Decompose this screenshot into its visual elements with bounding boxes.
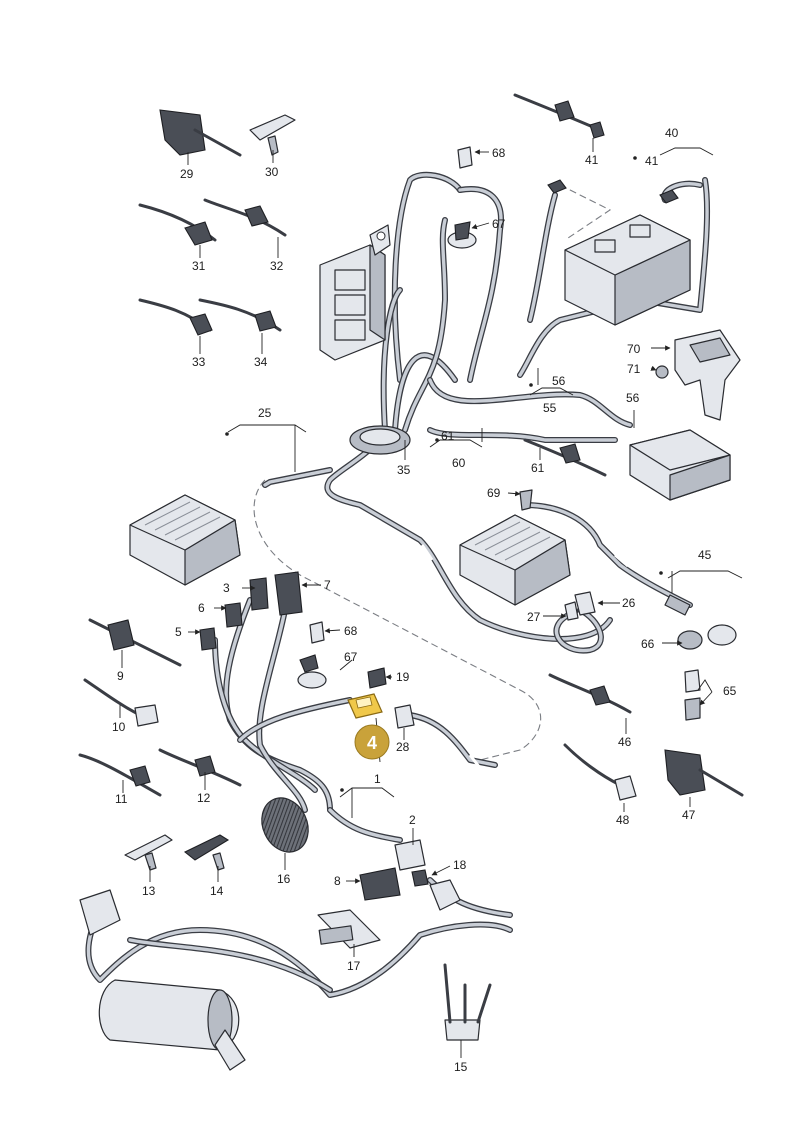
reference-dots <box>225 156 663 792</box>
callout-17: 17 <box>347 959 361 973</box>
callout-13: 13 <box>142 884 156 898</box>
callout-55: 55 <box>543 401 557 415</box>
callout-41-group: 41 <box>645 154 659 168</box>
callout-14: 14 <box>210 884 224 898</box>
callout-9: 9 <box>117 669 124 683</box>
callout-5: 5 <box>175 625 182 639</box>
callout-67-top: 67 <box>492 217 506 231</box>
callout-71: 71 <box>627 362 641 376</box>
callout-28: 28 <box>396 740 410 754</box>
callout-48: 48 <box>616 813 630 827</box>
grommet-35 <box>349 425 411 455</box>
callout-8: 8 <box>334 874 341 888</box>
callout-60: 60 <box>452 456 466 470</box>
callout-27: 27 <box>527 610 541 624</box>
callout-68-top: 68 <box>492 146 506 160</box>
callout-61-group: 61 <box>441 429 455 443</box>
callout-70: 70 <box>627 342 641 356</box>
battery-bracket-dashed <box>559 184 612 241</box>
callout-30: 30 <box>265 165 279 179</box>
callout-35: 35 <box>397 463 411 477</box>
callout-31: 31 <box>192 259 206 273</box>
callout-4: 4 <box>367 733 377 753</box>
control-module-center <box>459 514 571 606</box>
control-module-56 <box>629 429 731 501</box>
cable-break-marks <box>420 544 629 769</box>
callout-6: 6 <box>198 601 205 615</box>
callout-56: 56 <box>626 391 640 405</box>
callout-18: 18 <box>453 858 467 872</box>
callout-69: 69 <box>487 486 501 500</box>
callout-45: 45 <box>698 548 712 562</box>
callout-65: 65 <box>723 684 737 698</box>
callout-15: 15 <box>454 1060 468 1074</box>
callout-4-badge[interactable]: 4 <box>354 724 390 760</box>
mesh-grommet-16 <box>261 797 309 853</box>
highlighted-part-4 <box>347 693 383 719</box>
fuse-box <box>319 224 391 361</box>
leader-lines <box>119 138 743 1058</box>
callout-40: 40 <box>665 126 679 140</box>
callout-19: 19 <box>396 670 410 684</box>
callout-16: 16 <box>277 872 291 886</box>
callout-61: 61 <box>531 461 545 475</box>
callout-68-mid: 68 <box>344 624 358 638</box>
callout-11: 11 <box>115 792 128 806</box>
callout-25: 25 <box>258 406 272 420</box>
control-module-left <box>129 494 241 586</box>
main-cables <box>85 171 711 998</box>
callout-41-lower: 41 <box>585 153 599 167</box>
callout-34: 34 <box>254 355 268 369</box>
battery <box>547 179 691 326</box>
callout-2: 2 <box>409 813 416 827</box>
callout-47: 47 <box>682 808 696 822</box>
callout-7: 7 <box>324 578 331 592</box>
callout-67-mid: 67 <box>344 650 358 664</box>
callout-56-group: 56 <box>552 374 566 388</box>
callout-labels: 29 30 31 32 33 34 41 40 41 68 67 70 71 5… <box>112 126 737 1074</box>
callout-10: 10 <box>112 720 126 734</box>
callout-32: 32 <box>270 259 284 273</box>
callout-66: 66 <box>641 637 655 651</box>
callout-26: 26 <box>622 596 636 610</box>
callout-46: 46 <box>618 735 632 749</box>
callout-33: 33 <box>192 355 206 369</box>
heater-pipe <box>79 889 246 1071</box>
callout-1: 1 <box>374 772 381 786</box>
battery-bracket <box>674 329 741 421</box>
connectors <box>78 93 744 1041</box>
callout-12: 12 <box>197 791 211 805</box>
harness-boundary-dashed <box>253 479 542 761</box>
callout-29: 29 <box>180 167 194 181</box>
callout-3: 3 <box>223 581 230 595</box>
